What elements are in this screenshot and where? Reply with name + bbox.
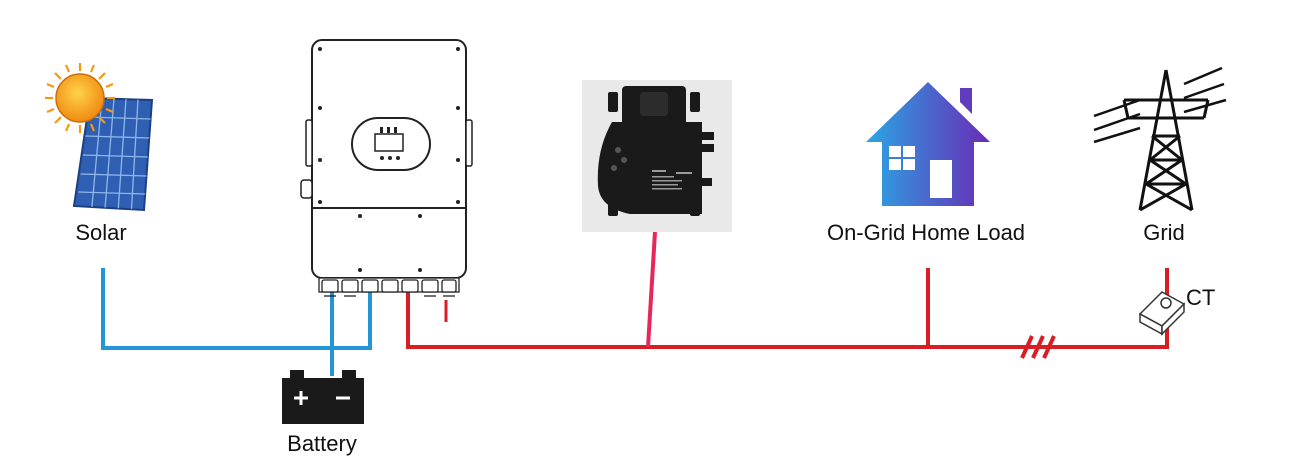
battery-icon <box>282 370 364 424</box>
current-transformer-icon <box>1138 291 1186 336</box>
microinverter-ac-line <box>646 231 657 348</box>
battery-dc-line-right <box>332 288 372 350</box>
grid-label: Grid <box>1143 220 1185 245</box>
transmission-tower-icon <box>1093 66 1227 212</box>
dc-wiring <box>101 268 372 376</box>
inverter-display-icon <box>374 127 404 160</box>
three-phase-marks <box>1020 335 1056 359</box>
battery-label: Battery <box>287 431 357 456</box>
plus-icon <box>294 391 308 405</box>
solar-label: Solar <box>75 220 126 245</box>
house-icon <box>866 82 990 206</box>
solar-dc-line <box>101 268 332 350</box>
ac-wiring <box>406 231 1169 359</box>
house-window-icon <box>889 146 915 170</box>
ct-label: CT <box>1186 285 1215 310</box>
inverter-terminal-block <box>318 277 460 297</box>
solar-panel-icon <box>72 96 154 212</box>
home-load-label: On-Grid Home Load <box>827 220 1025 245</box>
house-door-icon <box>930 160 952 198</box>
sun-icon <box>45 63 115 133</box>
hybrid-inverter-icon <box>300 39 473 297</box>
ac-bus-line <box>406 268 1169 349</box>
microinverter-icon <box>582 80 732 232</box>
